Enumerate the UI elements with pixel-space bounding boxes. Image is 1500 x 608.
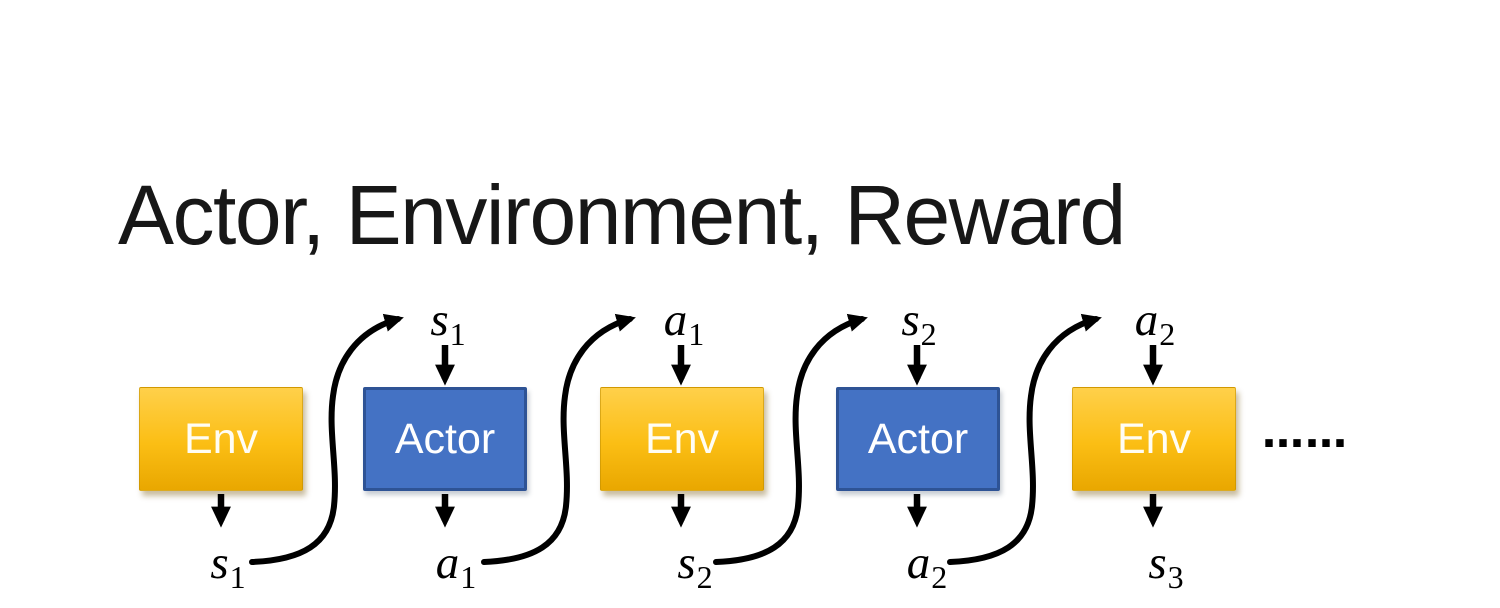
- bottom-label-a1-base: a: [435, 537, 460, 589]
- bottom-label-s1: s1: [178, 537, 278, 595]
- bottom-label-a2-base: a: [906, 537, 931, 589]
- top-label-a1-base: a: [663, 294, 688, 346]
- bottom-label-s1-sub: 1: [229, 559, 246, 595]
- bottom-label-s2-sub: 2: [696, 559, 713, 595]
- top-label-s2: s2: [869, 294, 969, 352]
- bottom-label-s2-base: s: [677, 537, 696, 589]
- top-label-a1: a1: [634, 294, 734, 352]
- env-box-1: Env: [139, 387, 303, 491]
- bottom-label-s1-base: s: [210, 537, 229, 589]
- env-box-1-label: Env: [183, 414, 259, 463]
- bottom-label-s3: s3: [1116, 537, 1216, 595]
- bottom-label-a2-sub: 2: [931, 559, 948, 595]
- actor-box-1: Actor: [363, 387, 527, 491]
- top-label-s1-base: s: [430, 294, 449, 346]
- env-box-2-label: Env: [644, 414, 720, 463]
- top-label-a1-sub: 1: [688, 316, 705, 352]
- env-box-2: Env: [600, 387, 764, 491]
- actor-box-2: Actor: [836, 387, 1000, 491]
- bottom-label-s3-sub: 3: [1167, 559, 1184, 595]
- top-label-a2: a2: [1105, 294, 1205, 352]
- top-label-s1: s1: [398, 294, 498, 352]
- top-label-a2-sub: 2: [1159, 316, 1176, 352]
- bottom-label-a2: a2: [877, 537, 977, 595]
- env-box-3-label: Env: [1116, 414, 1192, 463]
- top-label-a2-base: a: [1134, 294, 1159, 346]
- bottom-label-a1-sub: 1: [460, 559, 477, 595]
- bottom-label-a1: a1: [406, 537, 506, 595]
- slide-title: Actor, Environment, Reward: [118, 168, 1126, 263]
- top-label-s2-sub: 2: [920, 316, 937, 352]
- env-box-3: Env: [1072, 387, 1236, 491]
- continuation-ellipsis: ……: [1262, 408, 1348, 457]
- actor-box-1-label: Actor: [394, 414, 496, 463]
- top-label-s1-sub: 1: [449, 316, 466, 352]
- top-label-s2-base: s: [901, 294, 920, 346]
- bottom-label-s3-base: s: [1148, 537, 1167, 589]
- bottom-label-s2: s2: [645, 537, 745, 595]
- actor-box-2-label: Actor: [867, 414, 969, 463]
